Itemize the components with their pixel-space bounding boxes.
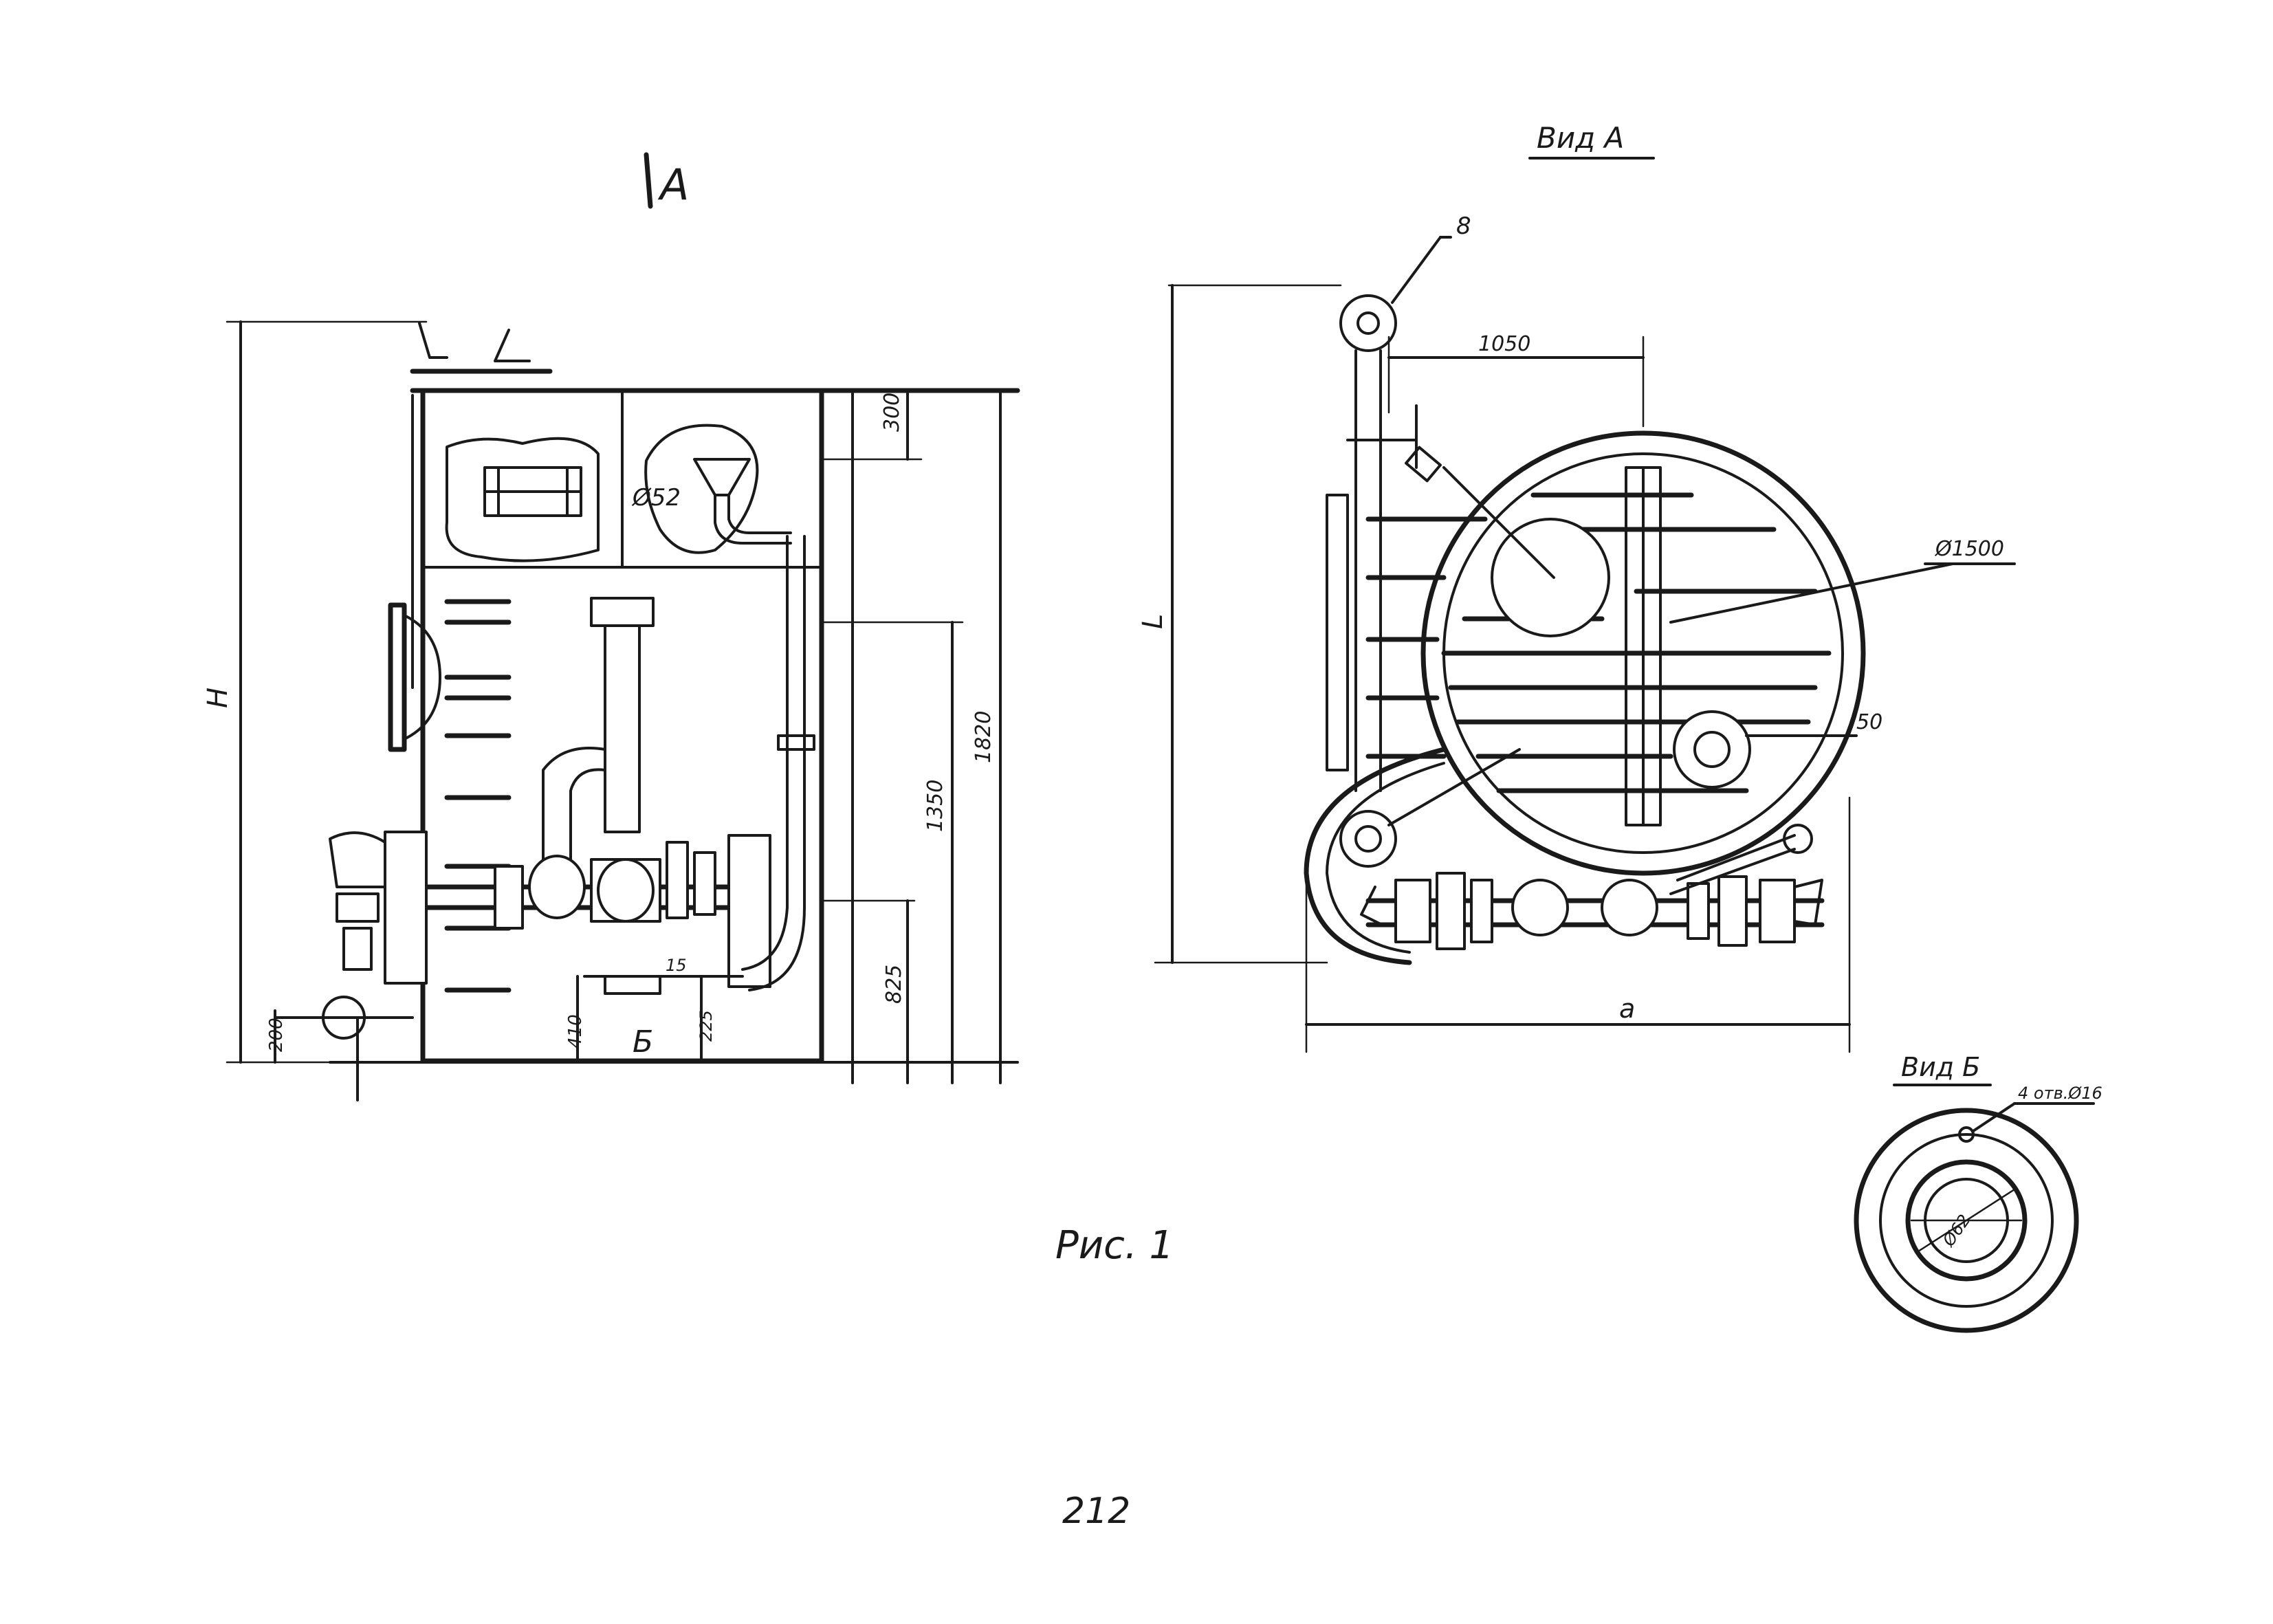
dim-50: 50 [1856, 710, 1882, 734]
dim-l: L [1137, 614, 1169, 629]
dim-1820: 1820 [971, 711, 996, 763]
dim-1050: 1050 [1478, 332, 1530, 356]
dim-225: 225 [696, 1010, 716, 1042]
detail-holes: 4 отв.Ø16 [2018, 1084, 2102, 1103]
dim-15: 15 [666, 956, 687, 975]
bottom-manifold [1360, 824, 1825, 950]
tube-rows [444, 599, 512, 993]
detail-inner-d: Ø62 [1939, 1211, 1975, 1250]
dim-300: 300 [880, 393, 904, 432]
view-b: Вид Б Ø62 4 отв.Ø16 [1854, 1052, 2102, 1333]
section-mark-label: A [657, 160, 689, 210]
dim-200: 200 [266, 1018, 287, 1052]
dim-height-h: H [202, 688, 234, 708]
dim-d1500: Ø1500 [1934, 537, 2004, 561]
marker-b: Б [633, 1024, 653, 1060]
view-b-title: Вид Б [1901, 1052, 1980, 1082]
dim-410: 410 [565, 1014, 586, 1049]
dim-825: 825 [882, 965, 906, 1004]
section-mark-a: A [644, 152, 689, 210]
drum-tube-rows [1441, 492, 1832, 793]
dim-1350: 1350 [923, 780, 947, 832]
view-a: Вид А L 8 1050 [1137, 121, 2016, 1053]
figure-caption: Рис. 1 [1055, 1223, 1174, 1268]
page-number: 212 [1062, 1491, 1130, 1532]
front-view: H Ø52 [202, 320, 1020, 1101]
dim-a: a [1619, 994, 1635, 1024]
view-a-title: Вид А [1537, 121, 1624, 155]
dim-d52: Ø52 [631, 484, 681, 512]
burner-assembly [274, 831, 428, 1101]
pos-8: 8 [1456, 212, 1471, 240]
